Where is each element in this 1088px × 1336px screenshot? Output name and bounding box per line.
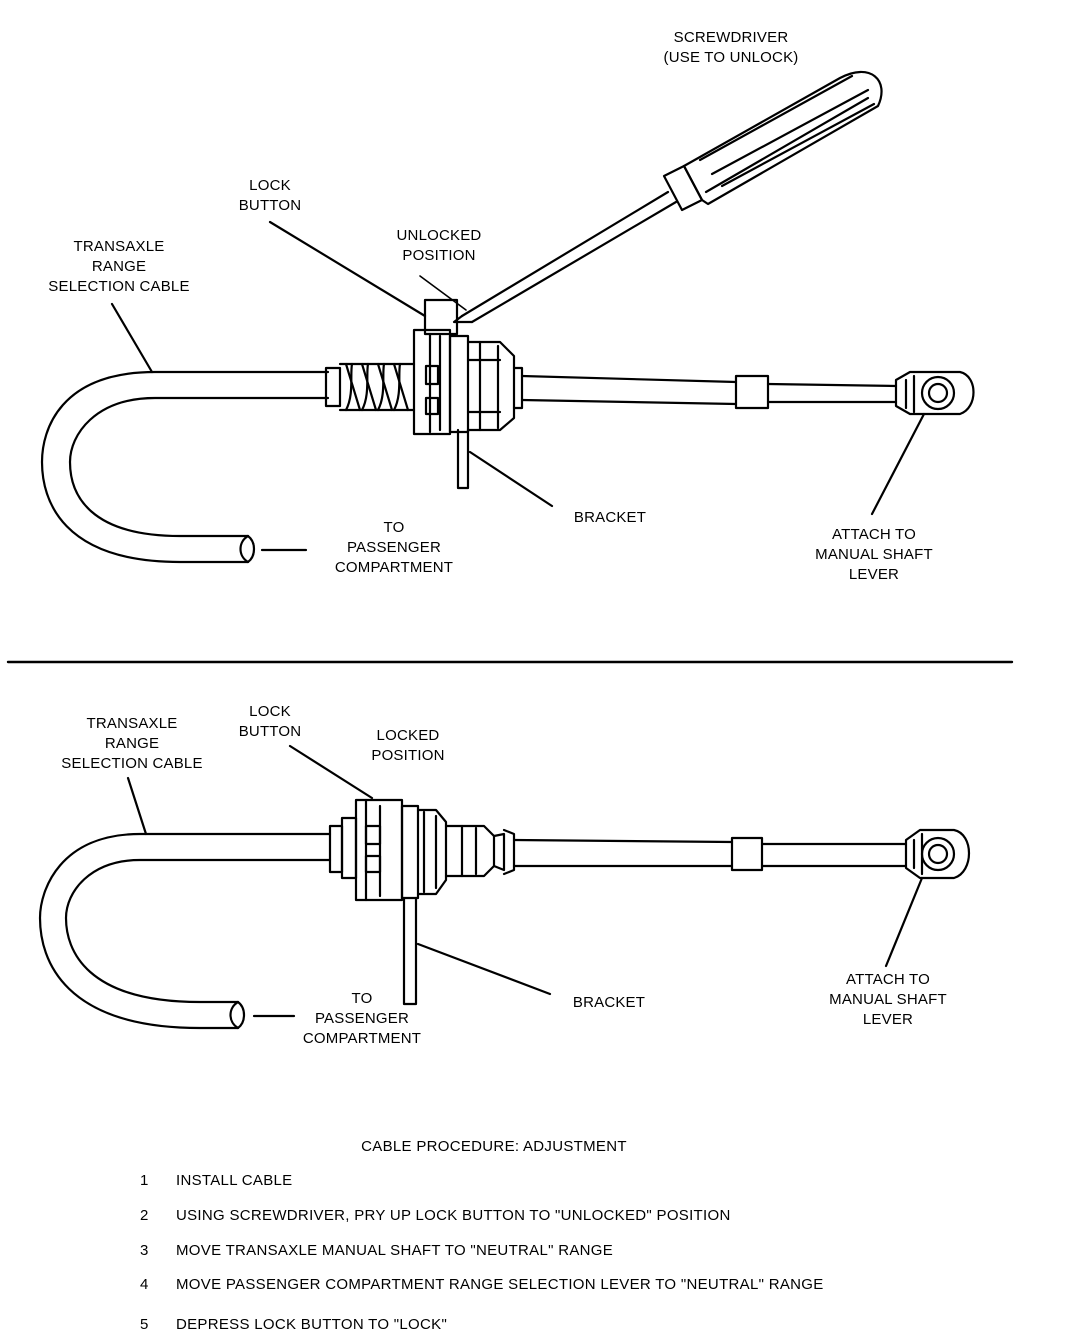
procedure-step: 5 DEPRESS LOCK BUTTON TO "LOCK": [140, 1316, 447, 1333]
bottom-hex-nut: [416, 808, 448, 896]
top-cable-cut-end: [239, 534, 256, 564]
top-bracket: [456, 428, 470, 490]
step-text: MOVE TRANSAXLE MANUAL SHAFT TO "NEUTRAL"…: [176, 1242, 614, 1259]
bottom-inner-cable: [512, 838, 734, 868]
step-number: 4: [140, 1276, 149, 1293]
screwdriver-label: SCREWDRIVER (USE TO UNLOCK): [663, 29, 799, 66]
top-attach-leader: [870, 412, 926, 516]
top-cable-hose: [40, 370, 330, 564]
bottom-rod-end: [904, 828, 970, 880]
bottom-bracket: [402, 896, 418, 1006]
procedure-step: 1 INSTALL CABLE: [140, 1172, 292, 1189]
procedure-step: 3 MOVE TRANSAXLE MANUAL SHAFT TO "NEUTRAL…: [140, 1242, 613, 1259]
step-number: 2: [140, 1207, 149, 1224]
top-attach-label: ATTACH TO MANUAL SHAFT LEVER: [815, 526, 933, 583]
top-lock-button-label: LOCK BUTTON: [238, 177, 302, 214]
bottom-attach-leader: [884, 876, 924, 968]
top-cable-leader: [110, 302, 154, 374]
bottom-cable-cut-end: [229, 1000, 246, 1030]
locked-position-label: LOCKED POSITION: [371, 727, 445, 764]
procedure-step: 4 MOVE PASSENGER COMPARTMENT RANGE SELECT…: [140, 1276, 824, 1293]
unlocked-position-label: UNLOCKED POSITION: [396, 227, 482, 264]
step-text: MOVE PASSENGER COMPARTMENT RANGE SELECTI…: [176, 1276, 824, 1293]
procedure-title: CABLE PROCEDURE: ADJUSTMENT: [361, 1138, 627, 1155]
top-cable-sleeve: [734, 374, 770, 410]
top-rod-end: [894, 370, 975, 416]
top-cable-label: TRANSAXLE RANGE SELECTION CABLE: [48, 238, 190, 295]
bottom-cable-assembly: [38, 744, 970, 1030]
top-unlocked-leader: [419, 275, 467, 311]
bottom-lock-button-leader: [288, 744, 374, 800]
step-number: 5: [140, 1316, 149, 1333]
top-bracket-label: BRACKET: [573, 509, 647, 526]
top-lock-button-leader: [268, 220, 427, 318]
bottom-cable-label: TRANSAXLE RANGE SELECTION CABLE: [61, 715, 203, 772]
step-number: 3: [140, 1242, 149, 1259]
step-text: DEPRESS LOCK BUTTON TO "LOCK": [176, 1316, 448, 1333]
bottom-cable-sleeve: [730, 836, 764, 872]
bottom-bracket-label: BRACKET: [572, 994, 646, 1011]
procedure-step: 2 USING SCREWDRIVER, PRY UP LOCK BUTTON T…: [140, 1207, 731, 1224]
bottom-to-passenger-label: TO PASSENGER COMPARTMENT: [302, 990, 422, 1047]
bottom-cable-hose: [38, 832, 332, 1030]
top-hex-nut: [466, 340, 516, 432]
bottom-bracket-leader: [416, 942, 552, 996]
bottom-lock-button-label: LOCK BUTTON: [238, 703, 302, 740]
top-bracket-leader: [468, 450, 554, 508]
top-inner-cable: [520, 374, 738, 406]
top-cable-assembly: [40, 70, 975, 564]
bottom-cable-leader: [126, 776, 148, 836]
step-text: INSTALL CABLE: [176, 1172, 293, 1189]
top-screwdriver: [452, 70, 883, 324]
bottom-attach-label: ATTACH TO MANUAL SHAFT LEVER: [829, 971, 947, 1028]
top-to-passenger-label: TO PASSENGER COMPARTMENT: [334, 519, 454, 576]
top-lock-housing: [412, 328, 452, 436]
step-text: USING SCREWDRIVER, PRY UP LOCK BUTTON TO…: [176, 1207, 731, 1224]
step-number: 1: [140, 1172, 149, 1189]
